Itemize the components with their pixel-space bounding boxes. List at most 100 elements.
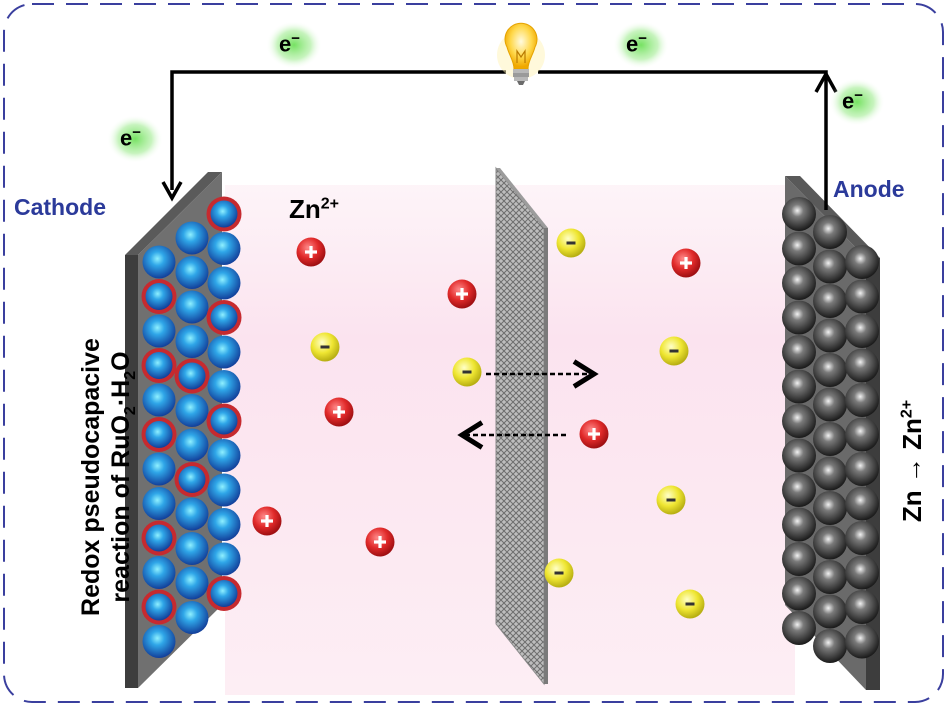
cathode-sphere bbox=[207, 335, 241, 369]
cathode-sphere bbox=[174, 358, 210, 394]
cathode-sphere bbox=[175, 601, 209, 634]
cathode-reaction-line2: reaction of RuO2·H2O bbox=[106, 267, 146, 687]
reaction-sub-1: 2 bbox=[122, 406, 139, 416]
anode-sphere bbox=[813, 284, 847, 318]
cation-icon bbox=[252, 506, 282, 536]
anode-sphere bbox=[813, 249, 847, 284]
anode-sphere bbox=[782, 231, 816, 266]
anode-spheres bbox=[782, 197, 879, 663]
anode-sphere bbox=[845, 624, 879, 659]
electron-text: e bbox=[842, 88, 855, 114]
cathode-sphere bbox=[141, 279, 177, 314]
cathode-sphere bbox=[142, 245, 176, 279]
cathode-sphere bbox=[175, 290, 209, 324]
cathode-sphere bbox=[142, 452, 176, 486]
anode-sphere bbox=[813, 215, 847, 249]
anion-icon bbox=[452, 357, 482, 387]
cation-icon bbox=[365, 527, 395, 557]
cathode-sphere bbox=[141, 589, 177, 625]
cathode-sphere bbox=[206, 576, 242, 611]
anode-sphere bbox=[782, 404, 816, 438]
electron-label-3: e− bbox=[120, 124, 141, 151]
anode-reaction-label: Zn → Zn2+ bbox=[897, 376, 931, 546]
outer-frame bbox=[3, 3, 944, 703]
cation-icon bbox=[579, 419, 609, 449]
external-circuit bbox=[161, 70, 838, 210]
anode-sphere bbox=[782, 473, 816, 507]
anode-sphere bbox=[845, 245, 879, 279]
cathode-reaction-line1: Redox pseudocapacive bbox=[77, 338, 105, 616]
anode-sphere bbox=[782, 507, 816, 542]
anion-icon bbox=[544, 558, 574, 588]
anion-icon bbox=[675, 589, 705, 619]
cathode-sphere bbox=[142, 314, 176, 348]
ions bbox=[252, 228, 705, 619]
cathode-sphere bbox=[175, 256, 209, 289]
reaction-mid: ·H bbox=[107, 379, 135, 407]
electron-charge: − bbox=[291, 30, 301, 47]
cathode-sphere bbox=[175, 221, 209, 255]
electron-text: e bbox=[120, 125, 133, 151]
electron-label-2: e− bbox=[626, 30, 647, 57]
cathode-sphere bbox=[207, 439, 241, 472]
cathode-sphere bbox=[142, 487, 176, 520]
cathode-reaction-label: Redox pseudocapacive reaction of RuO2·H2… bbox=[76, 267, 142, 687]
electron-glow-3 bbox=[107, 115, 163, 163]
cathode-sphere bbox=[142, 625, 176, 658]
anode-sphere bbox=[845, 417, 879, 452]
anode-sphere bbox=[813, 594, 847, 629]
electron-label-4: e− bbox=[842, 87, 863, 114]
arrow-down-cathode bbox=[161, 181, 183, 202]
cathode-sphere bbox=[207, 370, 241, 403]
anode-sphere bbox=[845, 348, 879, 383]
electron-label-1: e− bbox=[279, 30, 300, 57]
cathode-sphere bbox=[207, 508, 241, 541]
electron-glow-1 bbox=[266, 21, 322, 69]
cathode-sphere bbox=[207, 542, 241, 576]
separator-membrane bbox=[495, 166, 548, 686]
cathode-sphere bbox=[175, 325, 209, 358]
anode-sphere bbox=[782, 266, 816, 300]
cathode-sphere bbox=[141, 348, 177, 383]
anode-sphere bbox=[782, 197, 816, 231]
anode-label: Anode bbox=[833, 176, 905, 202]
arrow-up-anode bbox=[814, 70, 838, 93]
cation-icon bbox=[324, 397, 354, 427]
electron-glow-4 bbox=[829, 78, 885, 126]
anode-sphere bbox=[813, 422, 847, 456]
cathode-sphere bbox=[175, 532, 209, 565]
zn-ion-label: Zn2+ bbox=[289, 194, 339, 225]
anode-sphere bbox=[845, 590, 879, 624]
anode-sphere bbox=[813, 318, 847, 353]
anode-sphere bbox=[782, 576, 816, 611]
anode-sphere bbox=[845, 452, 879, 486]
anode-sphere bbox=[845, 279, 879, 314]
anode-sphere bbox=[782, 369, 816, 404]
anode-sphere bbox=[782, 542, 816, 576]
cathode-sphere bbox=[141, 417, 177, 452]
light-bulb-icon bbox=[497, 22, 545, 85]
cation-icon bbox=[671, 248, 701, 278]
cathode-sphere bbox=[206, 300, 242, 335]
anode-sphere bbox=[782, 335, 816, 369]
electron-text: e bbox=[626, 31, 639, 57]
anode-sphere bbox=[845, 555, 879, 590]
cation-icon bbox=[296, 237, 326, 267]
anode-sphere bbox=[813, 560, 847, 594]
anode-sphere bbox=[813, 387, 847, 422]
anion-icon bbox=[656, 485, 686, 515]
anode-sphere bbox=[782, 300, 816, 335]
reaction-prefix: reaction of RuO bbox=[107, 415, 135, 603]
anode-sphere bbox=[813, 456, 847, 491]
anode-sphere bbox=[845, 314, 879, 348]
cathode-sphere bbox=[174, 462, 210, 497]
cathode-sphere bbox=[175, 394, 209, 427]
cathode-sphere bbox=[175, 497, 209, 531]
cathode-sphere bbox=[141, 520, 177, 556]
cathode-sphere bbox=[175, 428, 209, 462]
cathode-sphere bbox=[207, 232, 241, 265]
electron-charge: − bbox=[638, 30, 648, 47]
anode-reaction-charge: 2+ bbox=[898, 399, 916, 419]
